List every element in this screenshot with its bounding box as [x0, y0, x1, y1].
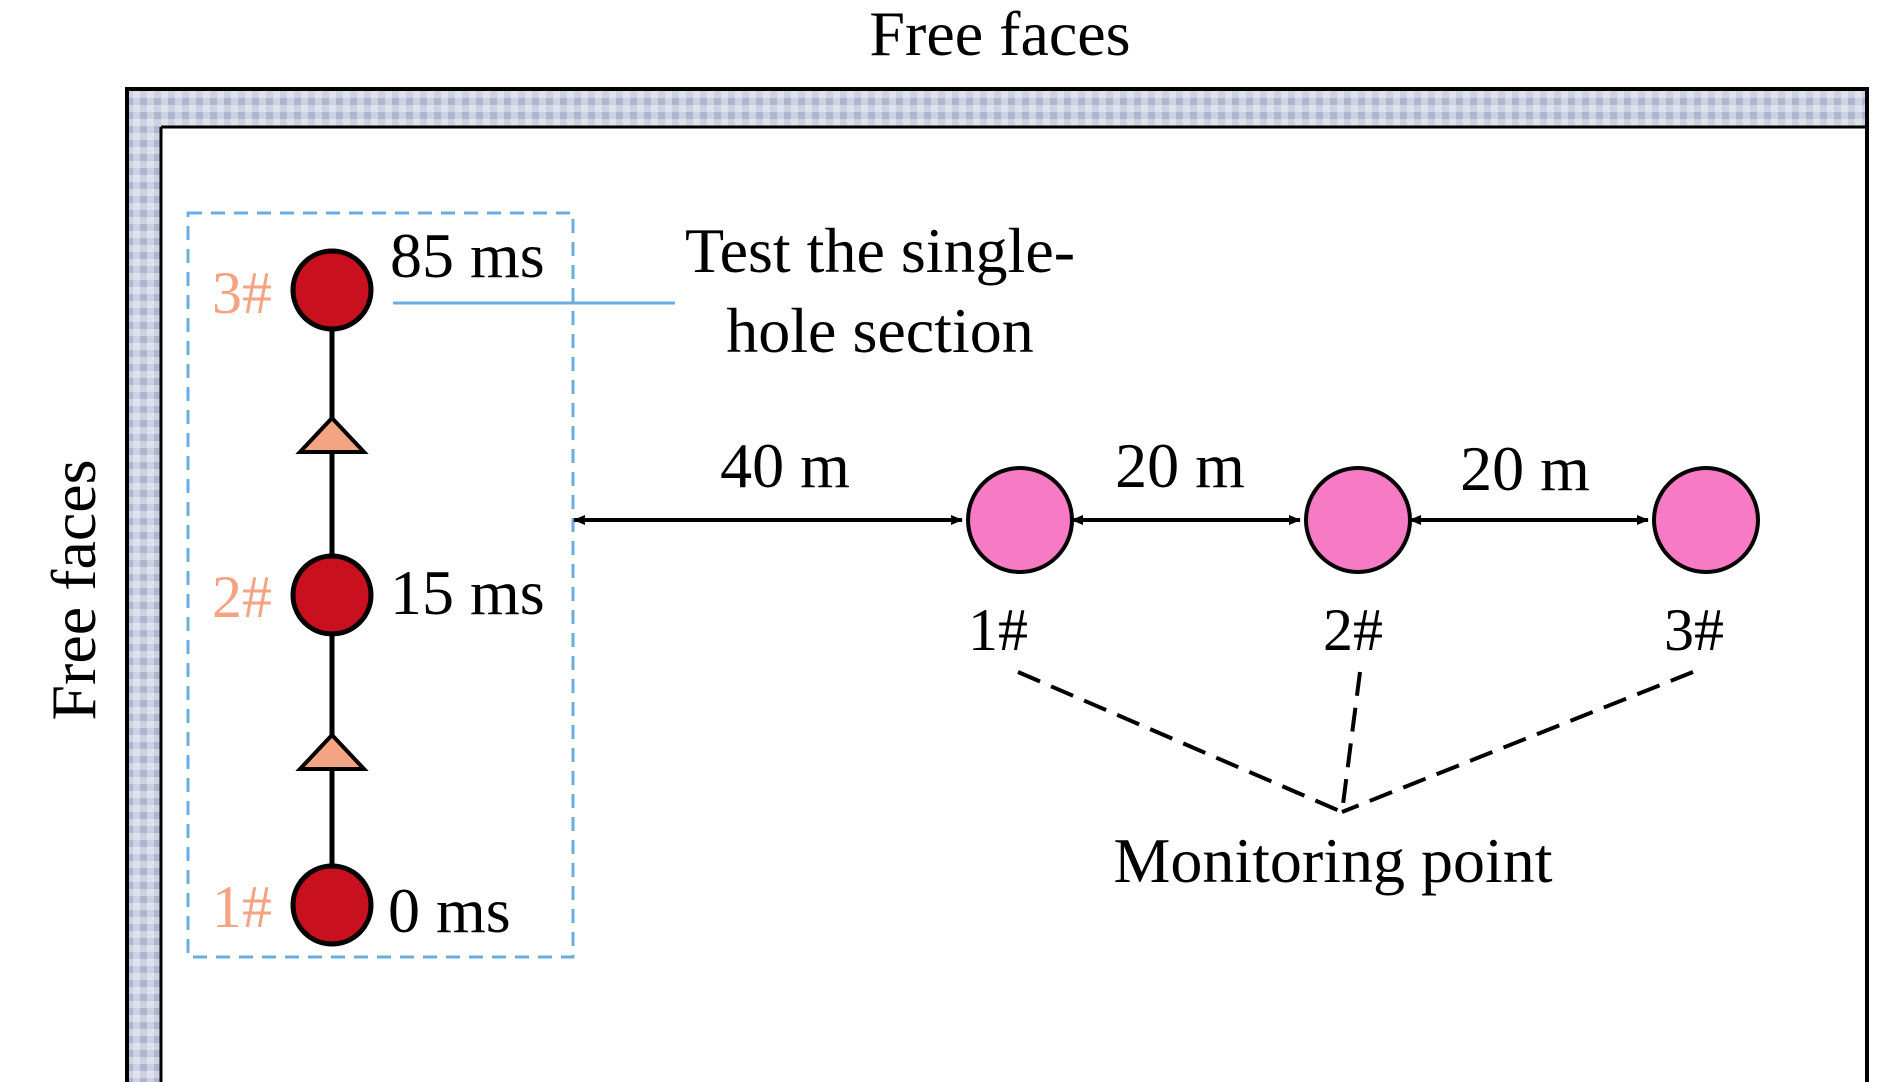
monitoring-point-3	[1652, 466, 1760, 574]
monitoring-point-2	[1304, 466, 1412, 574]
blast-hole-id: 3#	[212, 260, 272, 326]
test-section-label-line1: Test the single-	[685, 215, 1075, 286]
initiation-arrow-triangle	[295, 732, 369, 771]
blast-hole-delay: 15 ms	[390, 557, 545, 628]
distance-label: 40 m	[720, 430, 850, 501]
distance-label: 20 m	[1115, 430, 1245, 501]
blast-hole-delay: 0 ms	[388, 875, 511, 946]
test-section-label-line2: hole section	[726, 295, 1033, 366]
blast-hole-id: 2#	[212, 564, 272, 630]
free-face-left-label: Free faces	[38, 459, 109, 720]
monitoring-point-id: 1#	[968, 597, 1028, 663]
monitoring-leaders	[1017, 670, 1694, 814]
monitoring-point-label: Monitoring point	[1113, 825, 1552, 896]
blast-hole-1: 1# 0 ms	[212, 863, 511, 947]
blast-hole-id: 1#	[212, 874, 272, 940]
monitoring-point-id: 2#	[1323, 597, 1383, 663]
monitoring-point-1	[966, 466, 1074, 574]
blast-hole-delay: 85 ms	[390, 220, 545, 291]
initiation-arrow-triangle	[295, 415, 369, 454]
free-face-top-label: Free faces	[869, 0, 1130, 69]
test-section-box	[186, 211, 575, 959]
blast-hole-3: 3# 85 ms	[212, 220, 545, 332]
rock-mass-frame	[125, 87, 1869, 1082]
frame-border	[125, 87, 1869, 1082]
monitoring-point-id: 3#	[1664, 597, 1724, 663]
free-face-top-band	[127, 89, 1867, 127]
blast-hole-circle	[290, 553, 374, 637]
blast-hole-circle	[290, 248, 374, 332]
blast-hole-circle	[290, 863, 374, 947]
free-face-left-band	[127, 89, 161, 1082]
blast-hole-2: 2# 15 ms	[212, 553, 545, 637]
distance-label: 20 m	[1460, 433, 1590, 504]
